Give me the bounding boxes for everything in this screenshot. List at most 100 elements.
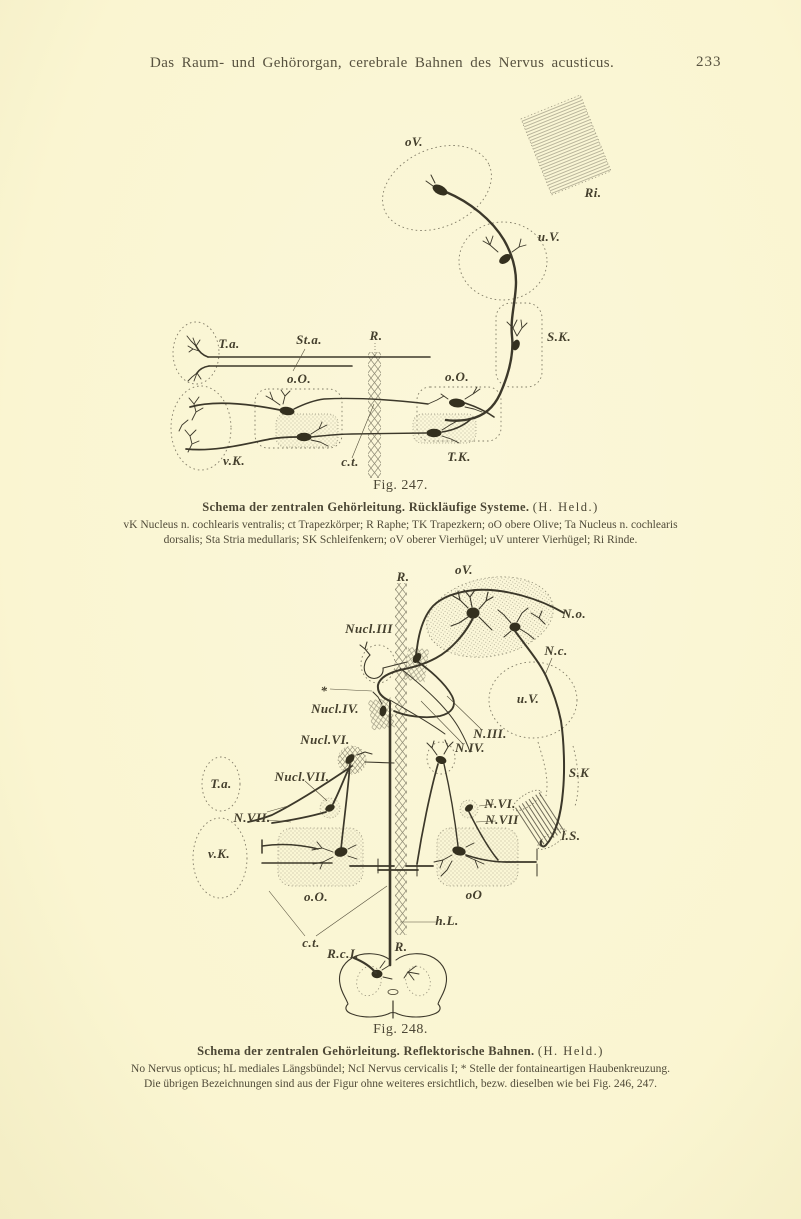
outline-uV — [458, 221, 548, 301]
soma-nuclIV — [379, 705, 387, 717]
outline-tuft-above-oO — [426, 741, 456, 775]
outline-vK-248 — [192, 817, 248, 899]
tectal-loop-fiber — [393, 659, 455, 719]
label-RcI: R.c.I. — [326, 946, 359, 961]
trapezoid-crossing-bundle — [349, 858, 434, 877]
cortex-patch-ri — [520, 94, 612, 196]
label-hL: h.L. — [435, 913, 458, 928]
label-ct-248: c.t. — [302, 935, 319, 950]
ta-terminal-tufts — [186, 335, 202, 382]
facial-nerve-fibers — [247, 765, 353, 824]
running-header: Das Raum- und Gehörorgan, cerebrale Bahn… — [150, 55, 615, 71]
figure-248-caption: Fig. 248. Schema der zentralen Gehörleit… — [0, 1022, 801, 1092]
oO-right-output-line — [465, 854, 537, 863]
soma-nVI — [464, 804, 474, 812]
label-nIII: N.III. — [472, 726, 506, 741]
soma-oO-right-248 — [452, 846, 466, 856]
oV-neuron-right — [497, 607, 546, 640]
figure-248-title: Schema der zentralen Gehörleitung. Refle… — [0, 1044, 801, 1059]
nuclIII-hatch — [403, 646, 430, 683]
label-nVII-left: N.VII. — [232, 810, 270, 825]
figure-247-credit: (H. Held.) — [532, 500, 599, 514]
label-oV: oV. — [405, 134, 423, 149]
label-nVII-right: N.VII — [484, 812, 519, 827]
label-nuclVI: Nucl.VI. — [299, 732, 349, 747]
soma-TK — [426, 428, 442, 438]
label-oO-left-248: o.O. — [304, 889, 328, 904]
nVI-descending-axon — [468, 811, 499, 861]
outline-vK — [170, 385, 232, 471]
figure-247-number: Fig. 247. — [373, 478, 428, 493]
label-uV-248: u.V. — [517, 691, 539, 706]
label-oO-left: o.O. — [287, 371, 311, 386]
soma-nuclVII — [325, 804, 335, 812]
label-No: N.o. — [561, 606, 586, 621]
figure-248-number: Fig. 248. — [373, 1022, 428, 1037]
label-oV-248: oV. — [455, 562, 473, 577]
tuft-neuron-above-oO — [416, 739, 459, 865]
trapezoid-input-lines — [261, 839, 333, 864]
nuclVI-links — [356, 751, 395, 764]
raphe-band — [368, 352, 381, 478]
label-nuclIII: Nucl.III — [344, 621, 393, 636]
label-TK: T.K. — [447, 449, 471, 464]
label-R: R. — [369, 328, 383, 343]
label-SK: S.K. — [547, 329, 571, 344]
label-vK-248: v.K. — [208, 846, 230, 861]
figure-247-legend-2: dorsalis; Sta Stria medullaris; SK Schle… — [163, 534, 638, 546]
soma-nuclVI — [345, 754, 355, 764]
figure-248-legend-1: No Nervus opticus; hL mediales Längsbünd… — [131, 1063, 670, 1075]
label-nuclVII: Nucl.VII. — [274, 769, 330, 784]
sk-dendrites — [506, 319, 528, 337]
label-ct: c.t. — [341, 454, 358, 469]
sta-leader — [292, 348, 306, 372]
tectospinal-fiber-left — [376, 617, 474, 718]
label-vK: v.K. — [223, 453, 245, 468]
spinal-cord-section — [338, 953, 448, 1019]
main-reflex-fiber — [444, 190, 518, 422]
vk-to-oO-fibers — [185, 402, 298, 451]
crossing-axons — [293, 397, 429, 438]
label-oO-right: o.O. — [445, 369, 469, 384]
soma-oO-left-lower — [296, 432, 312, 442]
figure-247-title: Schema der zentralen Gehörleitung. Rückl… — [0, 500, 801, 515]
label-star: * — [321, 683, 328, 698]
label-Ta-248: T.a. — [210, 776, 231, 791]
tectal-descending-fiber-right — [514, 630, 566, 848]
nIII-nIV-root-fibers — [389, 667, 471, 753]
soma-oV-tail — [425, 174, 436, 187]
label-R-top: R. — [396, 569, 410, 584]
soma-oV — [432, 184, 448, 196]
label-Sta: St.a. — [296, 332, 322, 347]
label-nIV: N.IV. — [454, 740, 485, 755]
nuclVI-descending-axon — [340, 763, 351, 850]
soma-tectal-loop — [412, 653, 422, 663]
label-R-mid: R. — [394, 939, 408, 954]
vk-arborizations — [178, 396, 204, 453]
soma-oO-left-248 — [334, 847, 348, 857]
label-Ri: Ri. — [584, 185, 602, 200]
label-nVI: N.VI. — [483, 796, 516, 811]
outline-SK-chain — [537, 741, 579, 807]
soma-oO-right — [449, 398, 465, 408]
stipple-box-left — [275, 413, 339, 448]
ct-leader — [351, 403, 375, 459]
label-Nc: N.c. — [543, 643, 567, 658]
raphe-band-248 — [395, 583, 407, 935]
figure-248-legend-2: Die übrigen Bezeichnungen sind aus der F… — [143, 1078, 658, 1090]
figure-247-caption: Fig. 247. Schema der zentralen Gehörleit… — [0, 478, 801, 548]
oV-neuron-left — [450, 589, 494, 631]
oO-right-arbor-248 — [433, 842, 485, 877]
outline-Ta — [172, 321, 220, 385]
optic-nerve-fiber — [414, 588, 565, 661]
stria-medullaris-fibers — [195, 345, 431, 374]
soma-oO-left-upper — [279, 406, 295, 416]
label-SK-248: S.K — [569, 765, 590, 780]
label-uV: u.V. — [538, 229, 560, 244]
nuclIII-neuron — [359, 641, 408, 679]
oO-right-axons — [441, 402, 495, 433]
soma-uV — [499, 254, 511, 264]
oO-left-dendrites — [265, 389, 329, 447]
